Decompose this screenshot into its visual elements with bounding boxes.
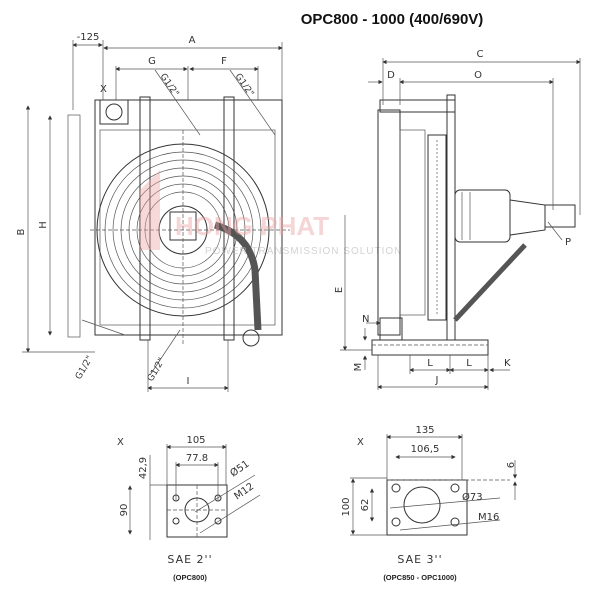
dim-l: L <box>427 358 433 369</box>
dim-bore: Ø73 <box>462 491 483 503</box>
view-label: X <box>117 437 124 448</box>
stand-post <box>446 94 456 341</box>
view-x-marker: X <box>100 84 107 95</box>
flange-model: (OPC850 - OPC1000) <box>383 573 457 582</box>
port-label: G1/2" <box>146 356 167 383</box>
dim-hole-spacing: 106,5 <box>411 444 440 455</box>
dim-n: N <box>362 314 369 325</box>
dim-d: D <box>387 70 395 81</box>
base <box>371 339 489 356</box>
dim-offset: 6 <box>506 462 517 468</box>
flange-sae3-detail: X 135 106,5 100 62 6 Ø73 M16 SAE 3'' (OP… <box>341 425 518 582</box>
flange-sae2-detail: X 105 77.8 42,9 90 Ø51 M12 SAE 2'' (OPC8… <box>117 435 261 582</box>
dim-i: I <box>187 376 190 387</box>
dim-m: M <box>353 363 364 372</box>
dim-125: -125 <box>77 32 100 43</box>
dim-b: B <box>16 228 27 235</box>
fan-guard <box>427 134 447 321</box>
support-bar <box>139 96 151 341</box>
view-label: X <box>357 437 364 448</box>
svg-text:HONG PHAT: HONG PHAT <box>175 211 329 241</box>
side-view: C D O P E N M L L K J <box>334 49 581 390</box>
flange-caption: SAE 2'' <box>167 553 212 566</box>
dim-hole-vspacing: 62 <box>360 499 371 512</box>
dim-l: L <box>466 358 472 369</box>
svg-text:POWER TRANSMISSION SOLUTION: POWER TRANSMISSION SOLUTION <box>205 246 402 257</box>
port-label: G1/2" <box>158 72 181 99</box>
dim-f: F <box>221 56 227 67</box>
support-bar <box>223 96 235 341</box>
dim-width: 135 <box>415 425 434 436</box>
flange-model: (OPC800) <box>173 573 207 582</box>
flange <box>99 99 129 125</box>
page-title: OPC800 - 1000 (400/690V) <box>301 11 484 28</box>
hose <box>213 221 262 331</box>
dim-offset: 42,9 <box>138 457 149 479</box>
dim-g: G <box>148 56 156 67</box>
port-label: G1/2" <box>233 72 256 99</box>
dim-width: 105 <box>186 435 205 446</box>
pipe <box>67 114 81 338</box>
cooler-core <box>377 109 401 336</box>
dim-o: O <box>474 70 482 81</box>
dim-j: J <box>435 375 439 386</box>
motor <box>454 189 511 243</box>
port-label: G1/2" <box>74 354 95 381</box>
dim-c: C <box>477 49 484 60</box>
watermark-logo: HONG PHAT POWER TRANSMISSION SOLUTION <box>140 170 402 257</box>
dim-p: P <box>565 237 571 248</box>
dim-e: E <box>334 287 345 293</box>
dim-thread: M16 <box>478 512 499 523</box>
pump-adapter <box>509 199 546 236</box>
flange-caption: SAE 3'' <box>397 553 442 566</box>
dim-bore: Ø51 <box>228 458 252 480</box>
dim-height: 90 <box>119 504 130 517</box>
pump <box>544 204 576 228</box>
cooler-frame <box>94 99 283 336</box>
dim-hole-spacing: 77.8 <box>186 453 208 464</box>
dim-height: 100 <box>341 497 352 516</box>
dim-h: H <box>38 221 49 229</box>
dim-a: A <box>189 35 196 46</box>
dim-k: K <box>504 358 511 369</box>
